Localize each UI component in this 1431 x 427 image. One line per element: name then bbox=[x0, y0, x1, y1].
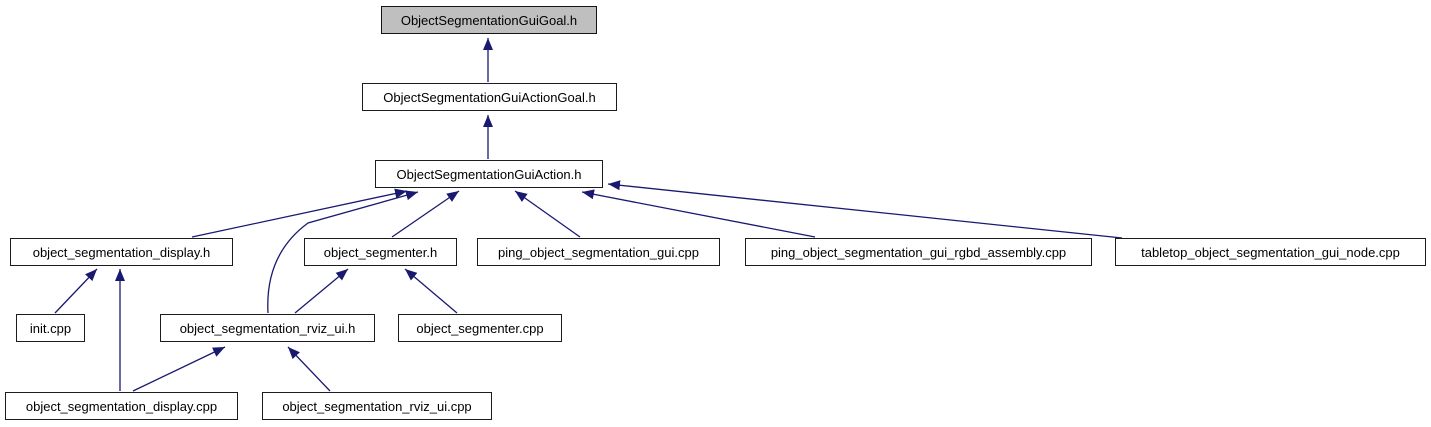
edge-segmenter-h-to-action-h bbox=[391, 190, 460, 238]
edge-init-cpp-to-display-h bbox=[54, 268, 98, 314]
edge-display-cpp-to-rviz-ui-h bbox=[132, 346, 226, 392]
edge-display-h-to-action-h bbox=[191, 188, 408, 238]
edge-segmenter-cpp-to-segmenter-h bbox=[404, 268, 458, 314]
node-object-segmentation-display-cpp[interactable]: object_segmentation_display.cpp bbox=[5, 392, 238, 420]
node-object-segmentation-rviz-ui-cpp[interactable]: object_segmentation_rviz_ui.cpp bbox=[262, 392, 492, 420]
edge-ping-gui-cpp-to-action-h bbox=[514, 190, 581, 238]
node-object-segmenter-cpp[interactable]: object_segmenter.cpp bbox=[398, 314, 562, 342]
node-init-cpp[interactable]: init.cpp bbox=[16, 314, 85, 342]
node-ping-object-segmentation-gui-cpp[interactable]: ping_object_segmentation_gui.cpp bbox=[477, 238, 720, 266]
node-object-segmentation-gui-action-goal-h[interactable]: ObjectSegmentationGuiActionGoal.h bbox=[362, 83, 617, 111]
node-object-segmentation-gui-goal-h[interactable]: ObjectSegmentationGuiGoal.h bbox=[381, 6, 597, 34]
node-tabletop-object-segmentation-gui-node-cpp[interactable]: tabletop_object_segmentation_gui_node.cp… bbox=[1115, 238, 1426, 266]
edge-rviz-ui-cpp-to-rviz-ui-h bbox=[287, 346, 331, 392]
edge-rviz-ui-h-to-segmenter-h bbox=[294, 268, 349, 314]
node-object-segmentation-rviz-ui-h[interactable]: object_segmentation_rviz_ui.h bbox=[160, 314, 375, 342]
edge-ping-rgbd-cpp-to-action-h bbox=[581, 189, 816, 238]
node-object-segmentation-display-h[interactable]: object_segmentation_display.h bbox=[10, 238, 233, 266]
node-object-segmentation-gui-action-h[interactable]: ObjectSegmentationGuiAction.h bbox=[375, 160, 603, 188]
node-ping-object-segmentation-gui-rgbd-assembly-cpp[interactable]: ping_object_segmentation_gui_rgbd_assemb… bbox=[745, 238, 1092, 266]
edge-tabletop-cpp-to-action-h bbox=[607, 180, 1123, 239]
node-object-segmenter-h[interactable]: object_segmenter.h bbox=[304, 238, 457, 266]
edge-rviz-ui-h-to-action-h bbox=[267, 190, 419, 314]
